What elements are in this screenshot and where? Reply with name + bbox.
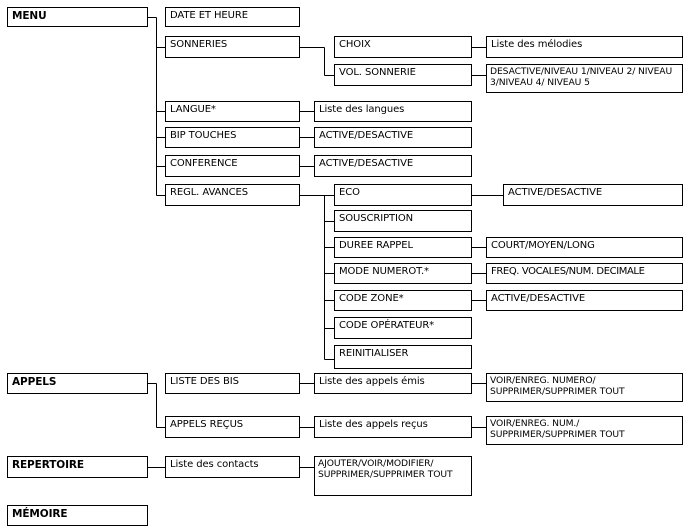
node-souscription: SOUSCRIPTION (334, 210, 472, 232)
node-mode-options: FREQ. VOCALES/NUM. DECIMALE (486, 263, 683, 284)
node-reinitialiser: REINITIALISER (334, 345, 472, 369)
node-code-zone: CODE ZONE* (334, 290, 472, 311)
root-menu: MENU (7, 7, 148, 27)
node-sonneries: SONNERIES (165, 36, 300, 58)
node-regl-avances: REGL. AVANCES (165, 184, 300, 206)
node-date-heure: DATE ET HEURE (165, 7, 300, 27)
root-appels: APPELS (7, 373, 148, 394)
node-conference: CONFERENCE (165, 155, 300, 177)
node-eco: ECO (334, 184, 472, 206)
node-conference-options: ACTIVE/DESACTIVE (314, 155, 472, 177)
node-duree-rappel: DUREE RAPPEL (334, 237, 472, 258)
node-liste-contacts: Liste des contacts (165, 456, 300, 478)
node-bip-touches: BIP TOUCHES (165, 127, 300, 148)
node-vol-sonnerie: VOL. SONNERIE (334, 64, 472, 86)
root-repertoire: REPERTOIRE (7, 456, 148, 478)
node-choix: CHOIX (334, 36, 472, 58)
root-memoire: MÉMOIRE (7, 505, 148, 526)
node-appels-recus: APPELS REÇUS (165, 416, 300, 438)
node-liste-emis: Liste des appels émis (314, 373, 472, 394)
node-duree-options: COURT/MOYEN/LONG (486, 237, 683, 258)
node-liste-melodies: Liste des mélodies (486, 36, 683, 58)
node-bip-options: ACTIVE/DESACTIVE (314, 127, 472, 148)
node-contacts-options: AJOUTER/VOIR/MODIFIER/ SUPPRIMER/SUPPRIM… (314, 456, 472, 496)
node-liste-bis: LISTE DES BIS (165, 373, 300, 394)
node-emis-options: VOIR/ENREG. NUMERO/ SUPPRIMER/SUPPRIMER … (486, 373, 683, 402)
node-eco-options: ACTIVE/DESACTIVE (503, 184, 683, 206)
node-mode-numerot: MODE NUMEROT.* (334, 263, 472, 284)
node-code-operateur: CODE OPÉRATEUR* (334, 317, 472, 339)
node-vol-options: DESACTIVE/NIVEAU 1/NIVEAU 2/ NIVEAU 3/NI… (486, 64, 683, 93)
node-liste-recus: Liste des appels reçus (314, 416, 472, 438)
node-code-zone-options: ACTIVE/DESACTIVE (486, 290, 683, 311)
node-langue: LANGUE* (165, 101, 300, 122)
node-liste-langues: Liste des langues (314, 101, 472, 122)
node-recus-options: VOIR/ENREG. NUM./ SUPPRIMER/SUPPRIMER TO… (486, 416, 683, 445)
